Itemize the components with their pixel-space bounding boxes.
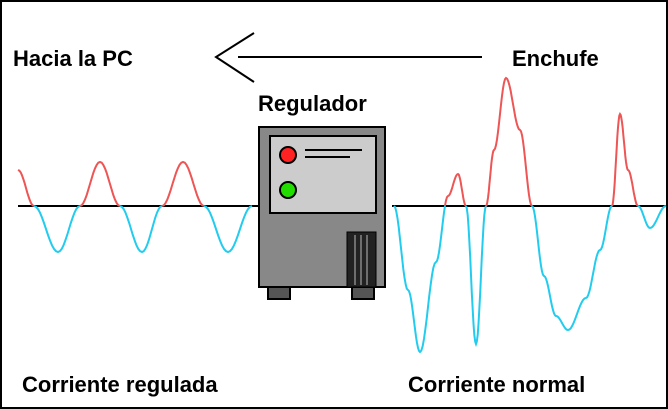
regulated-wave bbox=[17, 160, 253, 254]
label-to-pc: Hacia la PC bbox=[13, 46, 133, 71]
wave-negative-segment bbox=[465, 205, 487, 348]
label-outlet: Enchufe bbox=[512, 46, 599, 71]
wave-positive-segment bbox=[79, 160, 121, 207]
green-led-icon bbox=[279, 181, 297, 199]
label-normal-current: Corriente normal bbox=[408, 372, 586, 397]
wave-positive-segment bbox=[444, 172, 467, 207]
wave-negative-segment bbox=[393, 205, 446, 354]
wave-negative-segment bbox=[33, 205, 81, 254]
label-regulated-current: Corriente regulada bbox=[22, 372, 218, 397]
red-led-icon bbox=[279, 146, 297, 164]
wave-negative-segment bbox=[119, 205, 163, 254]
wave-positive-segment bbox=[611, 111, 639, 207]
regulator-device bbox=[258, 126, 386, 300]
normal-wave bbox=[393, 76, 667, 354]
label-regulator: Regulador bbox=[258, 91, 367, 116]
wave-positive-segment bbox=[485, 76, 533, 207]
wave-negative-segment bbox=[637, 205, 667, 230]
vent-grille-icon bbox=[346, 231, 377, 288]
wave-positive-segment bbox=[161, 160, 205, 207]
wave-negative-segment bbox=[531, 205, 613, 332]
wave-positive-segment bbox=[17, 169, 35, 207]
wave-negative-segment bbox=[203, 205, 253, 254]
arrow-to-pc bbox=[214, 32, 482, 83]
